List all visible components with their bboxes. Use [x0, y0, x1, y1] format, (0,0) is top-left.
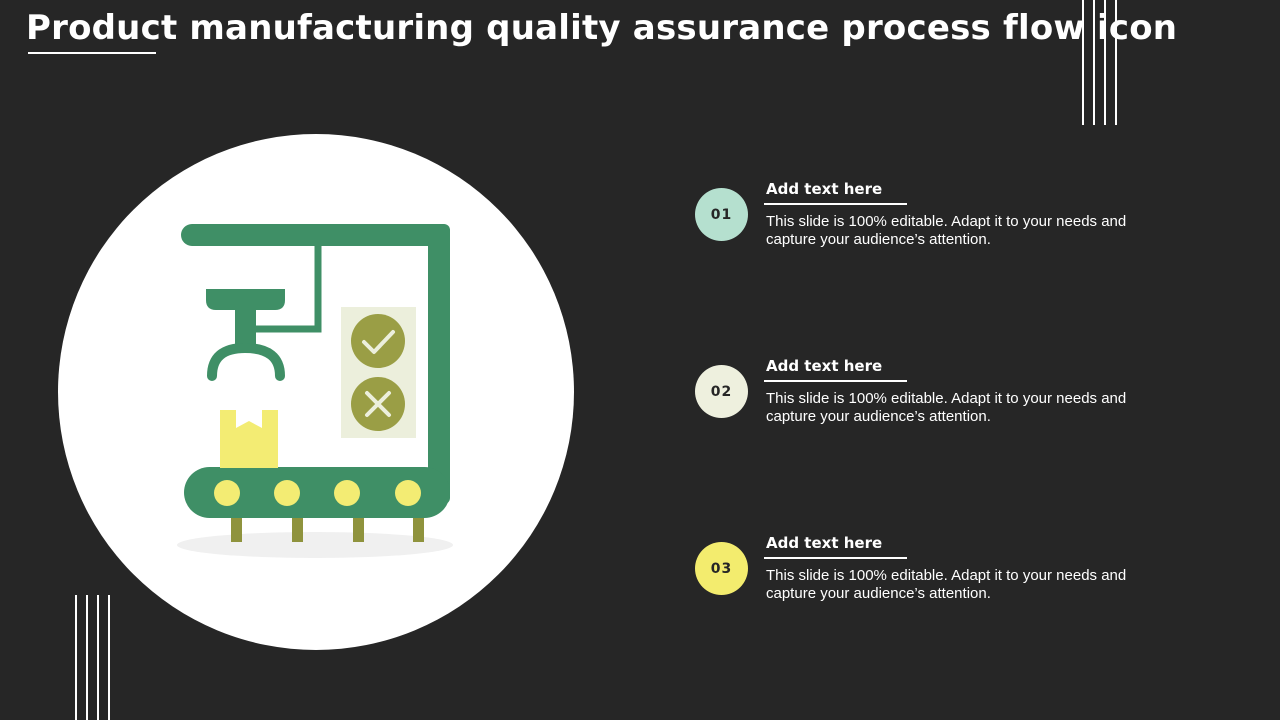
step-1-underline [764, 203, 907, 205]
machine-top-arm [181, 224, 450, 246]
conveyor-belt [184, 467, 450, 518]
conveyor-rollers [214, 480, 421, 506]
decorative-stripes-top [1082, 0, 1117, 125]
step-1-number-badge: 01 [695, 188, 748, 241]
step-1: 01 Add text here This slide is 100% edit… [695, 176, 1155, 266]
step-2-number-badge: 02 [695, 365, 748, 418]
robot-claw-grip [207, 342, 285, 381]
cross-icon [365, 391, 391, 417]
step-1-body: This slide is 100% editable. Adapt it to… [766, 213, 1127, 248]
step-3-heading: Add text here [766, 534, 883, 552]
step-2: 02 Add text here This slide is 100% edit… [695, 353, 1155, 443]
floor-shadow [177, 532, 453, 558]
step-3-body: This slide is 100% editable. Adapt it to… [766, 567, 1127, 602]
step-2-underline [764, 380, 907, 382]
step-3-number-badge: 03 [695, 542, 748, 595]
step-1-heading: Add text here [766, 180, 883, 198]
robot-claw-body [206, 289, 285, 345]
title-underline [28, 52, 156, 54]
check-icon [362, 330, 395, 354]
check-circle [351, 314, 405, 368]
decorative-stripes-bottom [75, 595, 110, 720]
conveyor-legs [231, 512, 424, 542]
step-2-heading: Add text here [766, 357, 883, 375]
conveyor-quality-check-icon [177, 224, 453, 558]
step-2-body: This slide is 100% editable. Adapt it to… [766, 390, 1127, 425]
step-3: 03 Add text here This slide is 100% edit… [695, 530, 1155, 620]
step-3-underline [764, 557, 907, 559]
box-tape [236, 410, 262, 428]
robot-claw [248, 244, 322, 333]
machine-column [428, 224, 450, 504]
illustration-circle [58, 134, 574, 650]
slide-title: Product manufacturing quality assurance … [26, 8, 1178, 48]
